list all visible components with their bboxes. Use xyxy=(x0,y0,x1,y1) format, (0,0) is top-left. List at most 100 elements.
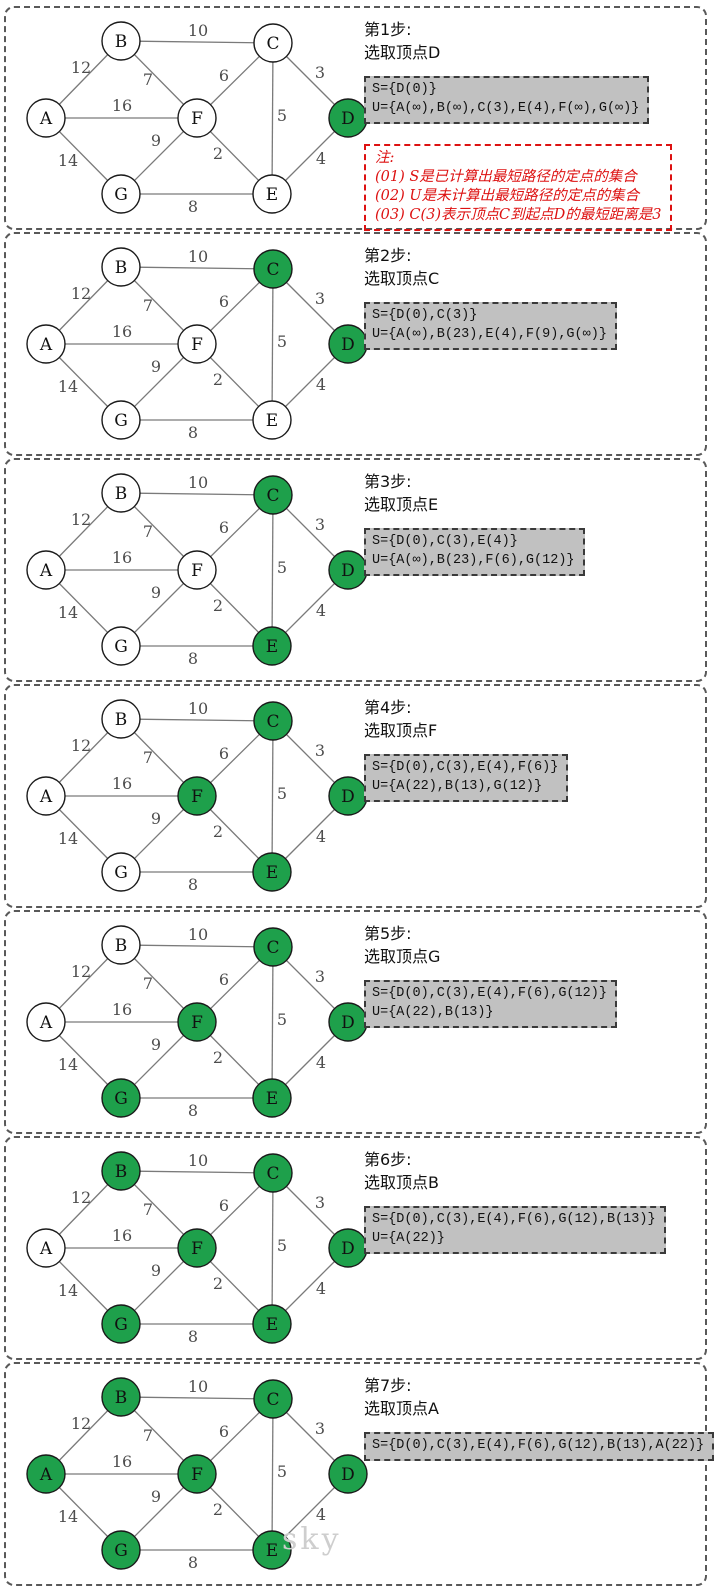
edge-weight-B-C: 10 xyxy=(188,699,208,718)
node-label-A: A xyxy=(39,335,53,355)
node-label-A: A xyxy=(39,1239,53,1259)
node-C xyxy=(253,1153,293,1193)
set-u-line: U={A(22),B(13),G(12)} xyxy=(372,779,543,794)
node-label-C: C xyxy=(266,486,279,506)
step-text-column: 第5步: 选取顶点G S={D(0),C(3),E(4),F(6),G(12)}… xyxy=(364,922,706,1028)
node-B xyxy=(101,699,141,739)
node-G xyxy=(101,1530,141,1570)
node-B xyxy=(101,21,141,61)
step-subtitle: 选取顶点B xyxy=(364,1173,439,1192)
edge-B-C xyxy=(120,1170,274,1174)
edge-weight-A-B: 12 xyxy=(71,962,91,981)
node-B xyxy=(101,925,141,965)
node-label-D: D xyxy=(341,787,355,807)
node-label-A: A xyxy=(39,1465,53,1485)
node-label-A: A xyxy=(39,109,53,129)
edge-weight-A-F: 16 xyxy=(112,1452,132,1471)
edge-weight-F-E: 2 xyxy=(213,1500,223,1519)
node-label-G: G xyxy=(114,1089,128,1109)
edge-weight-D-E: 4 xyxy=(316,1053,326,1072)
edge-C-E xyxy=(271,1398,274,1551)
edge-weight-A-G: 14 xyxy=(58,1055,78,1074)
edge-weight-D-E: 4 xyxy=(316,827,326,846)
node-label-A: A xyxy=(39,787,53,807)
set-u-line: U={A(∞),B(23),E(4),F(9),G(∞)} xyxy=(372,327,607,342)
node-G xyxy=(101,174,141,214)
node-label-D: D xyxy=(341,1465,355,1485)
edge-weight-F-E: 2 xyxy=(213,822,223,841)
edge-weight-A-G: 14 xyxy=(58,829,78,848)
node-A xyxy=(26,324,66,364)
edge-weight-B-F: 7 xyxy=(143,1426,153,1445)
edge-weight-A-G: 14 xyxy=(58,377,78,396)
node-F xyxy=(177,776,217,816)
node-C xyxy=(253,1379,293,1419)
node-label-A: A xyxy=(39,1013,53,1033)
node-A xyxy=(26,98,66,138)
edge-B-C xyxy=(120,718,274,722)
node-label-C: C xyxy=(266,260,279,280)
node-C xyxy=(253,475,293,515)
node-label-E: E xyxy=(266,1089,278,1109)
node-label-B: B xyxy=(115,1162,128,1182)
node-label-D: D xyxy=(341,109,355,129)
step-title: 第7步: xyxy=(364,1376,412,1395)
node-label-G: G xyxy=(114,637,128,657)
edge-weight-F-E: 2 xyxy=(213,596,223,615)
step-text-column: 第1步: 选取顶点D S={D(0)} U={A(∞),B(∞),C(3),E(… xyxy=(364,18,706,231)
edge-weight-G-E: 8 xyxy=(188,1553,198,1572)
node-A xyxy=(26,1228,66,1268)
node-label-F: F xyxy=(191,109,203,129)
edge-weight-B-C: 10 xyxy=(188,1377,208,1396)
node-label-G: G xyxy=(114,411,128,431)
node-label-D: D xyxy=(341,335,355,355)
edge-weight-A-F: 16 xyxy=(112,96,132,115)
edge-weight-B-C: 10 xyxy=(188,21,208,40)
edge-B-C xyxy=(120,492,274,496)
set-s-line: S={D(0),C(3),E(4)} xyxy=(372,534,518,549)
step-subtitle: 选取顶点C xyxy=(364,269,440,288)
node-G xyxy=(101,1304,141,1344)
node-label-F: F xyxy=(191,561,203,581)
node-B xyxy=(101,473,141,513)
edge-weight-B-C: 10 xyxy=(188,1151,208,1170)
edge-weight-B-F: 7 xyxy=(143,296,153,315)
node-label-B: B xyxy=(115,710,128,730)
node-B xyxy=(101,1377,141,1417)
node-B xyxy=(101,247,141,287)
edge-weight-D-E: 4 xyxy=(316,1279,326,1298)
node-label-C: C xyxy=(266,712,279,732)
node-F xyxy=(177,550,217,590)
step-text-column: 第3步: 选取顶点E S={D(0),C(3),E(4)} U={A(∞),B(… xyxy=(364,470,706,576)
edge-weight-A-F: 16 xyxy=(112,774,132,793)
node-G xyxy=(101,1078,141,1118)
edge-B-C xyxy=(120,1396,274,1400)
edge-weight-A-B: 12 xyxy=(71,284,91,303)
step-text-column: 第2步: 选取顶点C S={D(0),C(3)} U={A(∞),B(23),E… xyxy=(364,244,706,350)
node-F xyxy=(177,1454,217,1494)
step-title: 第6步: xyxy=(364,1150,412,1169)
node-label-D: D xyxy=(341,1239,355,1259)
note-box: 注: (01) S是已计算出最短路径的定点的集合 (02) U是未计算出最短路径… xyxy=(364,144,673,231)
note-line: (03) C(3)表示顶点C到起点D的最短距离是3 xyxy=(375,207,662,223)
set-status-box: S={D(0),C(3),E(4),F(6),G(12)} U={A(22),B… xyxy=(364,980,617,1028)
edge-weight-B-F: 7 xyxy=(143,1200,153,1219)
set-s-line: S={D(0),C(3),E(4),F(6),G(12),B(13),A(22)… xyxy=(372,1438,705,1453)
set-s-line: S={D(0),C(3),E(4),F(6),G(12)} xyxy=(372,986,607,1001)
node-label-G: G xyxy=(114,1541,128,1561)
node-C xyxy=(253,23,293,63)
edge-weight-B-C: 10 xyxy=(188,925,208,944)
edge-weight-C-D: 3 xyxy=(315,63,325,82)
node-E xyxy=(252,626,292,666)
node-label-C: C xyxy=(266,34,279,54)
step-text-column: 第6步: 选取顶点B S={D(0),C(3),E(4),F(6),G(12),… xyxy=(364,1148,706,1254)
edge-weight-C-D: 3 xyxy=(315,1419,325,1438)
node-label-E: E xyxy=(266,185,278,205)
